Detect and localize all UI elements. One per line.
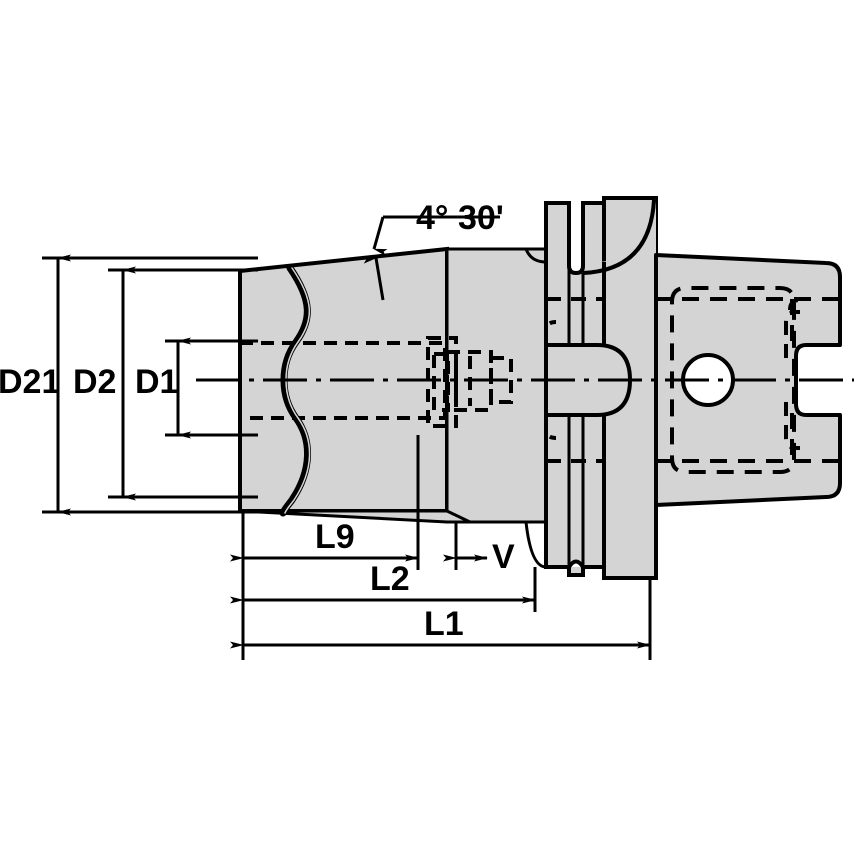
dimension-v: V	[443, 538, 515, 576]
horizontal-dimension-group: L9 V L2 L1	[230, 435, 652, 660]
l1-label: L1	[424, 605, 464, 643]
gripper-scoop-fill	[583, 198, 656, 263]
slot-hidden-left-bottom	[784, 402, 800, 450]
v-groove-slot-top	[567, 203, 585, 275]
d2-label: D2	[73, 363, 116, 401]
angle-label: 4° 30'	[416, 199, 504, 237]
d21-label: D21	[0, 363, 60, 401]
dimension-d2: D2	[73, 266, 258, 501]
dimension-l1: L1	[230, 605, 651, 649]
body-bottom-land	[239, 509, 471, 524]
vertical-dimension-group: D21 D2 D1	[0, 254, 258, 516]
shoulder-relief-bottom	[524, 521, 547, 569]
dimension-d21: D21	[0, 254, 258, 516]
l2-label: L2	[370, 560, 410, 598]
plug-hidden-lines	[544, 299, 606, 461]
break-line-highlight	[284, 267, 311, 514]
angle-leader-arrow-up	[372, 216, 388, 256]
l9-label: L9	[315, 518, 355, 556]
gripper-scoop-curve	[582, 199, 656, 275]
dimension-l9: L9	[230, 518, 419, 562]
slot-hidden-corner	[788, 298, 801, 311]
barrel-section	[445, 247, 548, 524]
v-label: V	[492, 538, 515, 576]
angle-leader-arrow-down	[362, 256, 385, 301]
toolholder-geometry	[196, 196, 854, 580]
dimension-l2: L2	[230, 560, 536, 604]
shoulder-relief-top	[524, 248, 547, 264]
angle-callout: 4° 30'	[362, 199, 504, 301]
shank-hidden-pocket	[670, 286, 796, 474]
d1-label: D1	[135, 363, 178, 401]
dimension-d1: D1	[135, 337, 258, 439]
v-groove-slot-bottom	[567, 559, 585, 569]
break-line	[279, 264, 311, 517]
slot-hidden-left-top	[784, 310, 800, 358]
